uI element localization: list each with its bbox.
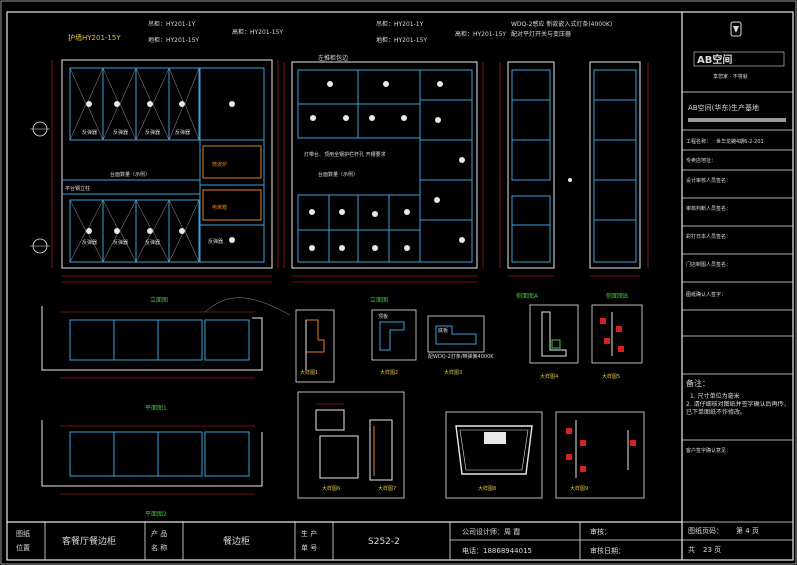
rebound-label-6: 反弹器 [113,239,128,246]
detail-top-label: 顶板 [378,313,388,320]
notes-title: 备注： [686,378,710,388]
detail-6 [297,391,405,499]
note-2-box: 2. 请仔细核对图纸并签字确认后再传，已下单图纸不作修改。 [686,401,790,416]
total-label: 共 [688,545,695,554]
drawing-position-label-2: 位置 [16,543,30,552]
project-value: 世华龙樾4期6-2-201 [716,138,764,145]
view-side-b: 侧面图B [606,292,628,300]
note-2: 2. 请仔细核对图纸并签字确认后再传，已下单图纸不作修改。 [686,401,790,416]
detail-label-1: 大样图1 [300,369,318,376]
page-value: 第 4 页 [736,526,759,535]
brand-logo [693,21,785,67]
detail-9 [555,411,645,499]
side-view-b [589,61,649,277]
plan-1-label: 平面图1 [145,405,167,412]
detail-label-7: 大样图7 [378,485,396,492]
product-name-value: 餐边柜 [223,535,250,547]
title-block [682,91,793,541]
brand-slogan: 享您家 · 不将就 [713,73,748,80]
review-signature-label: 审核判断人员签名： [686,205,731,212]
detail-label-9: 大样图9 [570,485,588,492]
hanging-color-2: 吊柜：HY201-1Y [376,20,424,28]
plan-view-2 [41,420,263,495]
rebound-label-4: 反弹器 [175,129,190,136]
tall-color-2: 高柜：HY201-15Y [455,30,506,38]
plan-2-label: 平面图2 [145,511,167,518]
detail-label-2: 大样图2 [380,369,398,376]
side-view-a [499,61,572,277]
rebound-label-3: 反弹器 [145,129,160,136]
tall-color: 高柜：HY201-15Y [232,28,283,36]
auditor-label: 审核： [590,527,611,536]
bottom-bar [44,522,682,560]
detail-1 [295,309,335,383]
light-rail-note: 灯带台、顶用全钢护栏杆孔 开槽要求 [304,151,386,158]
total-value: 23 页 [703,546,721,554]
detail-bottom-label: 底板 [438,327,448,334]
product-label-1: 产 品 [151,529,167,538]
detail-label-4: 大样图4 [540,373,558,380]
wall-column-note: 平台钢立柱 [65,185,90,192]
plan-view-1 [41,297,291,379]
order-label-2: 单 号 [301,543,317,552]
rebound-label-7: 反弹器 [145,239,160,246]
detail-3 [427,315,485,353]
company-underline [688,118,786,122]
order-label-1: 生 产 [301,529,317,538]
view-front-2: 立面图 [370,296,388,304]
rebound-label-8: 反弹器 [208,238,223,245]
detail-5 [591,304,643,364]
view-side-a: 侧面图A [516,292,539,300]
store-drafter-label: 门店制图人员签名： [686,261,731,268]
light-note-1: WDQ-2感应 新款嵌入式灯条(4000K) [511,20,612,28]
order-number-value: S252-2 [368,537,400,547]
hanging-color-1: 吊柜：HY201-1Y [148,20,196,28]
page-label: 图纸页码： [688,526,723,535]
company-name: AB空间(华东)生产基地 [688,103,759,112]
design-signature-label: 设计审核人员签名： [686,177,731,184]
note-1: 1. 尺寸单位为毫米 [690,392,740,400]
oven-label: 电烤箱 [212,204,227,211]
left-panel-label: 左推柜包边 [318,54,348,62]
project-label: 工程名称： [686,138,711,145]
body-color-2: 地柜：HY201-15Y [376,36,427,44]
detail-label-3: 大样图3 [444,369,462,376]
phone-label: 电话：18868944015 [462,546,532,555]
rebound-label-2: 反弹器 [113,129,128,136]
front-elevation-middle [283,61,484,283]
body-color-1: 地柜：HY201-15Y [148,36,199,44]
product-label-2: 名 称 [151,543,167,552]
drawing-frame [6,11,794,561]
client-sign-label: 客户签字确认意见： [686,447,731,454]
detail-label-8: 大样图8 [478,485,496,492]
store-address-label: 专卖店地址： [686,157,716,164]
brand-name: AB空间 [697,53,732,66]
owner-confirm-label: 图纸确认人签字： [686,291,726,298]
countertop-note-2: 台面数量（示例） [318,171,358,178]
view-front-1: 立面图 [150,296,168,304]
light-note-2: 配对平灯开关与变压器 [511,30,571,38]
detail-8 [445,411,543,499]
top-left-note: 护墙HY201-15Y [68,33,121,42]
microwave-label: 微波炉 [212,161,227,168]
print-signature-label: 彩打日本人员签名： [686,233,731,240]
rebound-label-5: 反弹器 [82,239,97,246]
drawing-position-label-1: 图纸 [16,529,30,538]
drawing-location-value: 客餐厅餐边柜 [62,535,116,547]
designer-label: 公司设计师：周 霞 [462,527,520,536]
detail-2 [371,309,417,361]
audit-date-label: 审核日期： [590,546,625,555]
detail-label-5: 大样图5 [602,373,620,380]
detail-4 [529,304,579,364]
front-elevation-left [30,59,279,283]
detail-light-note: 配WDQ-2灯条/带弹簧4000K [428,353,494,360]
rebound-label-1: 反弹器 [82,129,97,136]
countertop-note-1: 台面数量（示例） [110,171,150,178]
detail-label-6: 大样图6 [322,485,340,492]
